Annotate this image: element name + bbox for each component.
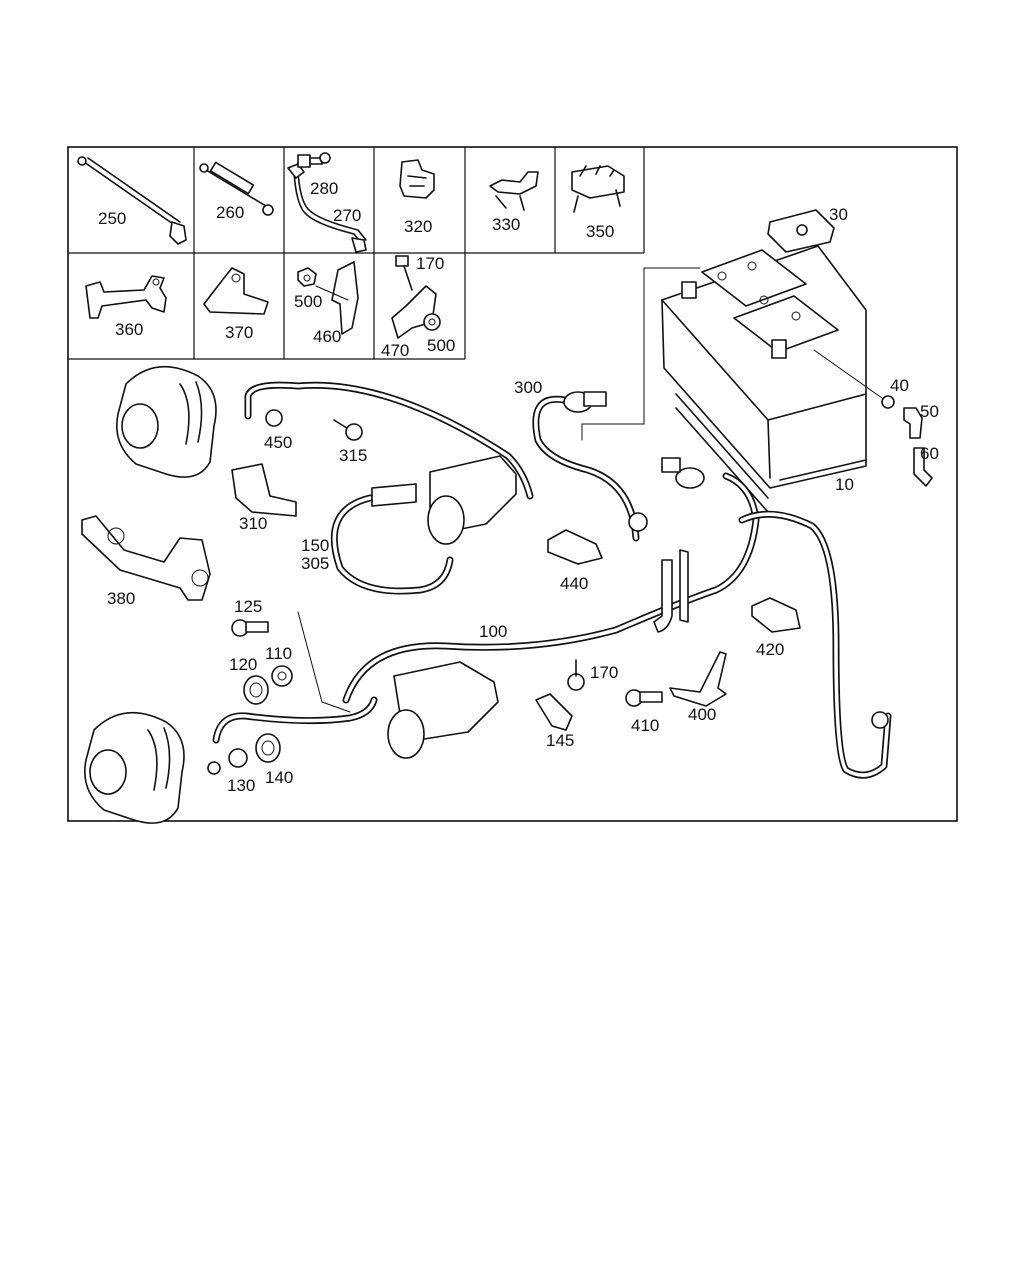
clip-440[interactable] xyxy=(547,529,603,565)
clip-320[interactable] xyxy=(399,159,435,199)
bolt-125[interactable] xyxy=(231,619,269,637)
cable-150[interactable] xyxy=(244,381,534,595)
label-100: 100 xyxy=(479,622,507,641)
label-300: 300 xyxy=(514,378,542,397)
bracket-400[interactable] xyxy=(669,651,727,707)
bracket-460[interactable] xyxy=(315,261,359,335)
bolt-280[interactable] xyxy=(297,152,331,168)
starter-motor-top[interactable] xyxy=(371,455,517,545)
label-360: 360 xyxy=(115,320,143,339)
label-145: 145 xyxy=(546,731,574,750)
label-140: 140 xyxy=(265,768,293,787)
bolt-170[interactable] xyxy=(567,659,585,691)
bracket-370[interactable] xyxy=(203,267,269,315)
bracket-380[interactable] xyxy=(81,515,211,601)
label-400: 400 xyxy=(688,705,716,724)
nut-500-inset[interactable] xyxy=(423,313,441,331)
fuse-holder[interactable] xyxy=(653,549,689,633)
vent-plug-40[interactable] xyxy=(881,395,895,409)
label-500-b: 500 xyxy=(427,336,455,355)
elbow-50[interactable] xyxy=(903,407,923,439)
label-60: 60 xyxy=(920,444,939,463)
label-130: 130 xyxy=(227,776,255,795)
label-310: 310 xyxy=(239,514,267,533)
bracket-310[interactable] xyxy=(231,463,297,517)
label-470: 470 xyxy=(381,341,409,360)
ground-strap-260[interactable] xyxy=(199,161,274,216)
label-250: 250 xyxy=(98,209,126,228)
label-315: 315 xyxy=(339,446,367,465)
label-280: 280 xyxy=(310,179,338,198)
label-330: 330 xyxy=(492,215,520,234)
label-260: 260 xyxy=(216,203,244,222)
starter-motor-bottom[interactable] xyxy=(387,661,499,759)
alternator-bottom[interactable] xyxy=(84,711,185,824)
label-460: 460 xyxy=(313,327,341,346)
cable-100[interactable] xyxy=(212,472,892,779)
label-350: 350 xyxy=(586,222,614,241)
bracket-360[interactable] xyxy=(85,275,167,319)
label-50: 50 xyxy=(920,402,939,421)
bolt-410[interactable] xyxy=(625,689,663,707)
parts-grid xyxy=(68,147,645,360)
ring-terminal-right[interactable] xyxy=(871,711,889,729)
label-110: 110 xyxy=(265,644,292,663)
label-305: 305 xyxy=(301,554,329,573)
terminal-cover-30[interactable] xyxy=(767,209,835,253)
clip-420[interactable] xyxy=(751,597,801,633)
label-170-b: 170 xyxy=(590,663,618,682)
label-170-a: 170 xyxy=(416,254,444,273)
battery-10[interactable] xyxy=(661,245,867,513)
bushing-120[interactable] xyxy=(243,675,269,705)
label-10: 10 xyxy=(835,475,854,494)
battery-clamp-neg[interactable] xyxy=(661,457,705,489)
clip-350[interactable] xyxy=(571,165,625,213)
clip-330[interactable] xyxy=(489,171,539,211)
leader-125 xyxy=(297,611,351,713)
label-450: 450 xyxy=(264,433,292,452)
label-500-a: 500 xyxy=(294,292,322,311)
cable-300[interactable] xyxy=(532,395,648,542)
nut-500[interactable] xyxy=(297,267,317,287)
hose-60[interactable] xyxy=(913,447,933,487)
label-370: 370 xyxy=(225,323,253,342)
bushing-140[interactable] xyxy=(255,733,281,763)
bolt-315[interactable] xyxy=(333,419,363,441)
washer-130[interactable] xyxy=(228,748,248,768)
battery-clamp-300[interactable] xyxy=(563,391,607,413)
leader-300 xyxy=(581,267,645,441)
label-410: 410 xyxy=(631,716,659,735)
label-380: 380 xyxy=(107,589,135,608)
clip-145[interactable] xyxy=(535,693,573,731)
label-40: 40 xyxy=(890,376,909,395)
bracket-470[interactable] xyxy=(391,285,437,339)
label-320: 320 xyxy=(404,217,432,236)
alternator-top[interactable] xyxy=(116,365,217,478)
label-30: 30 xyxy=(829,205,848,224)
label-120: 120 xyxy=(229,655,257,674)
label-150: 150 xyxy=(301,536,329,555)
label-125: 125 xyxy=(234,597,262,616)
diagram-frame xyxy=(67,146,958,822)
ring-terminal-bottom[interactable] xyxy=(207,761,221,775)
label-440: 440 xyxy=(560,574,588,593)
bolt-170-inset[interactable] xyxy=(395,255,413,291)
ground-strap-250[interactable] xyxy=(77,156,187,245)
nut-110[interactable] xyxy=(271,665,293,687)
nut-450[interactable] xyxy=(265,409,283,427)
label-270: 270 xyxy=(333,206,361,225)
label-420: 420 xyxy=(756,640,784,659)
